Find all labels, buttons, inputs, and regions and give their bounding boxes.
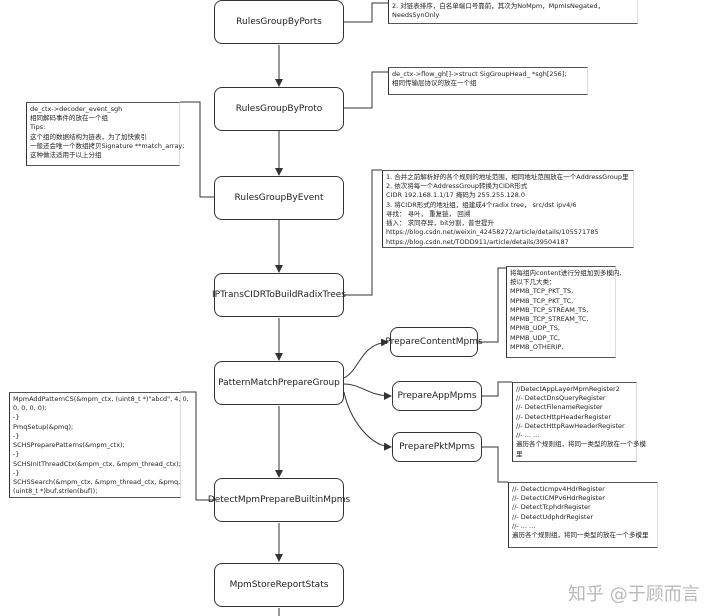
note-line: -}: [13, 431, 20, 440]
note-ports: 2. 对链表排序，白名单端口号靠前，其次为NoMpm，MpmIsNegated，…: [388, 0, 638, 24]
note-line: //- ... ...: [516, 431, 540, 440]
node-rules-group-by-ports: RulesGroupByPorts: [214, 0, 344, 44]
note-line: 相同传输层协议的放在一个组: [392, 79, 477, 88]
note-line: (uint8_t *)buf,strlen(buf));: [13, 487, 98, 496]
note-line: -}: [13, 468, 20, 477]
note-line: de_ctx->flow_gh[]->struct SigGroupHead_ …: [392, 70, 567, 78]
note-line: MPMB_TCP_PKT_TC,: [510, 296, 574, 305]
note-line: 将每组内content进行分组加到多模内,: [510, 269, 622, 277]
node-prepare-content-mpms: PrepareContentMpms: [385, 327, 483, 357]
note-line: SCHSSearch(&mpm_ctx, &mpm_thread_ctx, &p…: [13, 477, 181, 486]
note-line: 寻找： 寻叶， 重复链， 回溯: [386, 209, 471, 218]
connector-note-proto: [344, 71, 388, 109]
note-line: //- ... ...: [512, 521, 536, 530]
note-line: MPMB_UDP_TC,: [510, 333, 560, 342]
note-line: //- DetectTcphdrRegister: [512, 503, 591, 512]
note-line: MPMB_UDP_TS,: [510, 324, 560, 333]
note-line: //DetectAppLayerMpmRegister2: [516, 385, 620, 393]
node-prepare-pkt-mpms: PreparePktMpms: [392, 432, 482, 462]
note-line: //- DetectUdphdrRegister: [512, 512, 594, 521]
connector-note-content: [478, 267, 506, 343]
note-line: //- DetectHttpRawHeaderRegister: [516, 421, 625, 430]
node-pattern-match-prepare-group: PatternMatchPrepareGroup: [214, 361, 344, 405]
note-line: 插入： 求同存异，bit分割，普世提升: [386, 219, 495, 228]
note-line: 1. 合并之前解析好的各个规则的地址范围，相同地址范围放在一个AddressGr…: [386, 173, 629, 181]
node-rules-group-by-proto: RulesGroupByProto: [214, 87, 344, 131]
note-line: SCHSPreparePatterns(&mpm_ctx);: [13, 441, 125, 450]
note-line: SCHSInitThreadCtx(&mpm_ctx, &mpm_thread_…: [13, 459, 181, 468]
note-line: 一般还会唯一个数组拷贝Signature **match_array;: [30, 141, 185, 150]
note-app: //DetectAppLayerMpmRegister2 //- DetectD…: [512, 382, 646, 462]
connector-pattern-content: [343, 338, 389, 379]
node-rules-group-by-event: RulesGroupByEvent: [214, 176, 344, 220]
connector-note-builtin: [181, 391, 214, 501]
note-line: -}: [13, 450, 20, 459]
note-line: //- DetectHttpHeaderRegister: [516, 412, 612, 421]
note-proto: de_ctx->flow_gh[]->struct SigGroupHead_ …: [388, 67, 588, 95]
note-line: https://blog.csdn.net/TODD911/article/de…: [386, 237, 569, 246]
note-line: //- DetectICMPv6HdrRegister: [512, 494, 605, 503]
note-cidr: 1. 合并之前解析好的各个规则的地址范围，相同地址范围放在一个AddressGr…: [382, 170, 634, 248]
note-line: 2. 依次将每一个AddressGroup转换为CIDR形式: [386, 182, 528, 191]
note-line: 3. 将CIDR形式的地址组，组建成4个radix tree， src/dst …: [386, 200, 577, 209]
note-builtin: MpmAddPatternCS(&mpm_ctx, (uint8_t *)"ab…: [9, 392, 189, 498]
note-line: CIDR 192.168.1.1/17 掩码为 255.255.128.0: [386, 191, 525, 200]
note-line: 这个组的数据结构为链表，为了加快索引: [30, 132, 147, 141]
note-line: //- DetectIcmpv4HdrRegister: [512, 485, 605, 493]
note-line: MPMB_TCP_STREAM_TC,: [510, 315, 589, 324]
node-ip-trans-cidr: IPTransCIDRToBuildRadixTrees: [212, 273, 346, 317]
note-line: de_ctx->decoder_event_sgh: [30, 105, 123, 113]
node-prepare-app-mpms: PrepareAppMpms: [392, 381, 482, 411]
note-line: 这种做法适用于以上分组: [30, 151, 102, 160]
note-line: 0, 0, 0, 0);: [13, 404, 47, 413]
note-line: NeedsSynOnly: [392, 11, 440, 20]
note-line: 相同解码事件的放在一个组: [30, 114, 108, 123]
connector-note-app: [481, 381, 512, 397]
connector-pattern-app: [343, 383, 392, 400]
note-line: MPMB_TCP_PKT_TS,: [510, 287, 574, 296]
note-line: -}: [13, 413, 20, 422]
note-line: Tips:: [30, 123, 46, 132]
note-line: MPMB_OTHERIP,: [510, 342, 564, 351]
note-pkt: //- DetectIcmpv4HdrRegister //- DetectIC…: [508, 482, 658, 548]
node-detect-mpm-prepare-builtin: DetectMpmPrepareBuiltinMpms: [208, 478, 350, 522]
connector-pattern-pkt: [343, 391, 392, 451]
note-line: //- DetectDnsQueryRegister: [516, 394, 606, 403]
note-content: 将每组内content进行分组加到多模内,按以下几大类：MPMB_TCP_PKT…: [506, 266, 622, 358]
note-line: https://blog.csdn.net/weixin_42458272/ar…: [386, 228, 599, 237]
connector-note-event: [180, 101, 214, 198]
note-line: PmqSetup(&pmq);: [13, 422, 74, 431]
node-mpm-store-report-stats: MpmStoreReportStats: [214, 563, 344, 607]
connector-note-ports: [344, 2, 388, 23]
note-line: //- DetectFilenameRegister: [516, 403, 603, 412]
note-line: 按以下几大类：: [510, 278, 556, 287]
note-line: MpmAddPatternCS(&mpm_ctx, (uint8_t *)"ab…: [13, 395, 189, 403]
connector-note-cidr: [344, 169, 382, 296]
watermark: 知乎 @于顾而言: [568, 584, 700, 605]
connector-note-pkt: [481, 446, 508, 483]
note-line: MPMB_TCP_STREAM_TS,: [510, 305, 589, 314]
note-line: 里: [516, 449, 523, 458]
note-line: 遍历各个规则组，将同一类型的放在一个多模: [516, 440, 646, 449]
note-line: 遍历各个规则组，将同一类型的放在一个多模里: [512, 531, 649, 540]
note-line: 2. 对链表排序，白名单端口号靠前，其次为NoMpm，MpmIsNegated，: [392, 2, 605, 10]
